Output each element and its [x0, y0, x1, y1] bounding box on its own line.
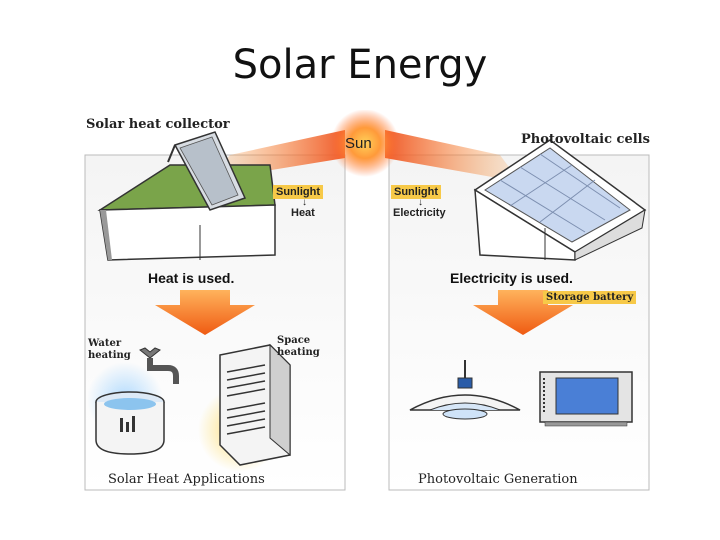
water-heating-line-1: Water	[88, 338, 121, 349]
solar-heat-applications-footer: Solar Heat Applications	[108, 472, 265, 487]
television-icon	[540, 372, 632, 426]
storage-battery-tag: Storage battery	[543, 291, 636, 304]
space-heating-line-1: Space	[277, 335, 310, 346]
heat-label: Heat	[291, 207, 315, 219]
left-sunlight-tag: Sunlight	[273, 185, 323, 199]
photovoltaic-generation-footer: Photovoltaic Generation	[418, 472, 578, 487]
photovoltaic-cells-label: Photovoltaic cells	[521, 132, 650, 147]
electricity-label: Electricity	[393, 207, 446, 219]
water-heating-line-2: heating	[88, 350, 131, 361]
solar-heat-collector-label: Solar heat collector	[86, 117, 230, 132]
sun-label: Sun	[345, 135, 372, 152]
space-heating-line-2: heating	[277, 347, 320, 358]
heat-is-used-label: Heat is used.	[148, 270, 234, 286]
electricity-is-used-label: Electricity is used.	[450, 270, 573, 286]
slide-title: Solar Energy	[0, 42, 720, 88]
right-sunlight-tag: Sunlight	[391, 185, 441, 199]
solar-energy-diagram: Solar heat collector Photovoltaic cells …	[80, 110, 655, 495]
